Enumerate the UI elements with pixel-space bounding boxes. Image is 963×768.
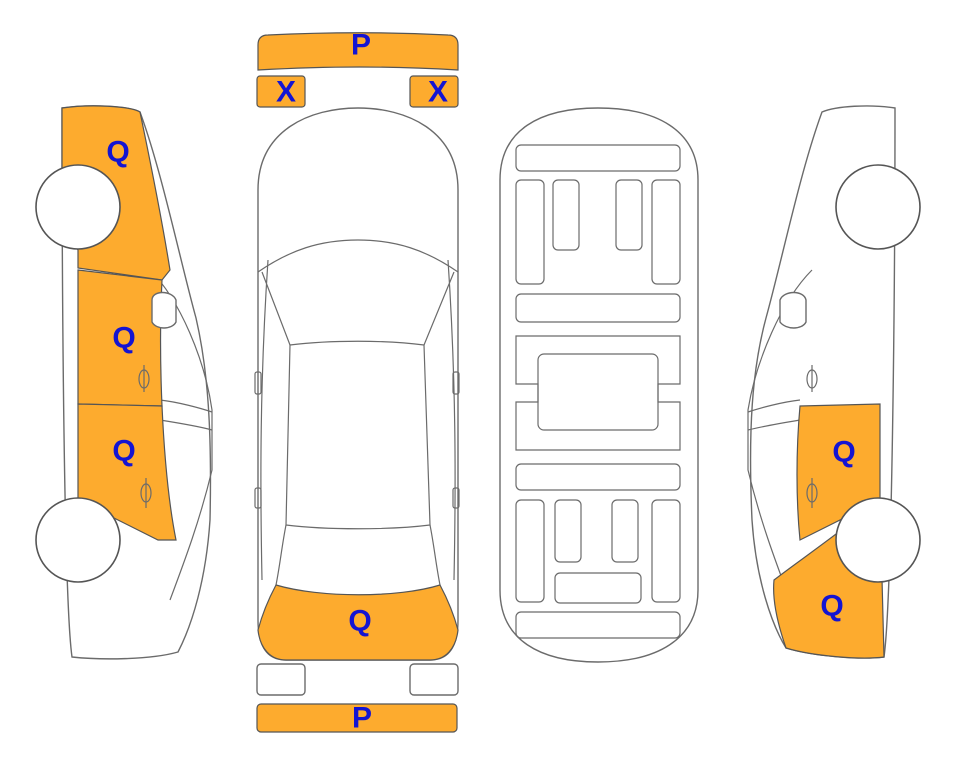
underbody-front-right-rail	[651, 179, 681, 285]
left-front-fender-label: Q	[106, 136, 129, 169]
top-body-outline	[257, 107, 459, 661]
underbody-rear-right-rail	[651, 499, 681, 603]
underbody-rear-inner-left	[554, 499, 582, 563]
rear-trunk-lid-label: Q	[348, 605, 371, 638]
rear-trunk-lid-panel[interactable]	[257, 584, 459, 661]
right-mirror	[779, 291, 807, 329]
front-bumper-panel[interactable]	[257, 32, 459, 71]
right-taillight	[409, 663, 459, 696]
left-rear-door-handle	[140, 478, 152, 508]
top-right-mirror	[452, 371, 460, 395]
right-front-door-handle	[806, 365, 818, 392]
left-side-view: Q Q Q	[35, 105, 213, 660]
top-rear-window	[275, 524, 441, 586]
right-side-window-line	[747, 399, 801, 431]
right-front-wheel	[835, 164, 921, 250]
left-rear-door-label: Q	[112, 435, 135, 468]
right-rear-door-handle	[806, 478, 818, 508]
left-front-door-handle	[138, 365, 150, 392]
left-headlight-panel[interactable]	[256, 75, 306, 108]
top-windshield	[257, 239, 459, 273]
left-side-window-line	[159, 399, 213, 431]
underbody-front-left-rail	[515, 179, 545, 285]
right-side-view: Q Q	[747, 105, 921, 659]
underbody-front-bar	[515, 144, 681, 172]
top-left-mirror	[254, 371, 262, 395]
underbody-rear-inner-right	[611, 499, 639, 563]
left-front-wheel	[35, 164, 121, 250]
top-windshield-pillars	[260, 259, 456, 581]
left-front-door-label: Q	[112, 322, 135, 355]
underbody-rear-left-rail	[515, 499, 545, 603]
left-mirror	[151, 291, 177, 329]
underbody-crossmember-rear	[515, 463, 681, 491]
rear-bumper-panel[interactable]	[256, 703, 458, 733]
underbody-view	[499, 107, 699, 663]
top-view: P X X Q P	[254, 29, 460, 735]
top-right-rear-handle	[452, 487, 460, 509]
underbody-crossmember-front	[515, 293, 681, 323]
right-rear-wheel	[835, 497, 921, 583]
top-roof	[285, 340, 431, 530]
underbody-rear-bar	[515, 611, 681, 639]
top-left-rear-handle	[254, 487, 262, 509]
rear-bumper-label: P	[352, 702, 372, 735]
left-taillight	[256, 663, 306, 696]
left-headlight-label: X	[276, 76, 296, 109]
underbody-rear-tank	[554, 572, 642, 604]
right-headlight-label: X	[428, 76, 448, 109]
underbody-outline	[499, 107, 699, 663]
right-rear-quarter-label: Q	[820, 590, 843, 623]
right-rear-door-label: Q	[832, 436, 855, 469]
underbody-front-inner-left	[552, 179, 580, 251]
underbody-front-inner-right	[615, 179, 643, 251]
underbody-center-pan	[537, 353, 659, 431]
front-bumper-label: P	[351, 29, 371, 62]
left-rear-wheel	[35, 497, 121, 583]
right-headlight-panel[interactable]	[409, 75, 459, 108]
